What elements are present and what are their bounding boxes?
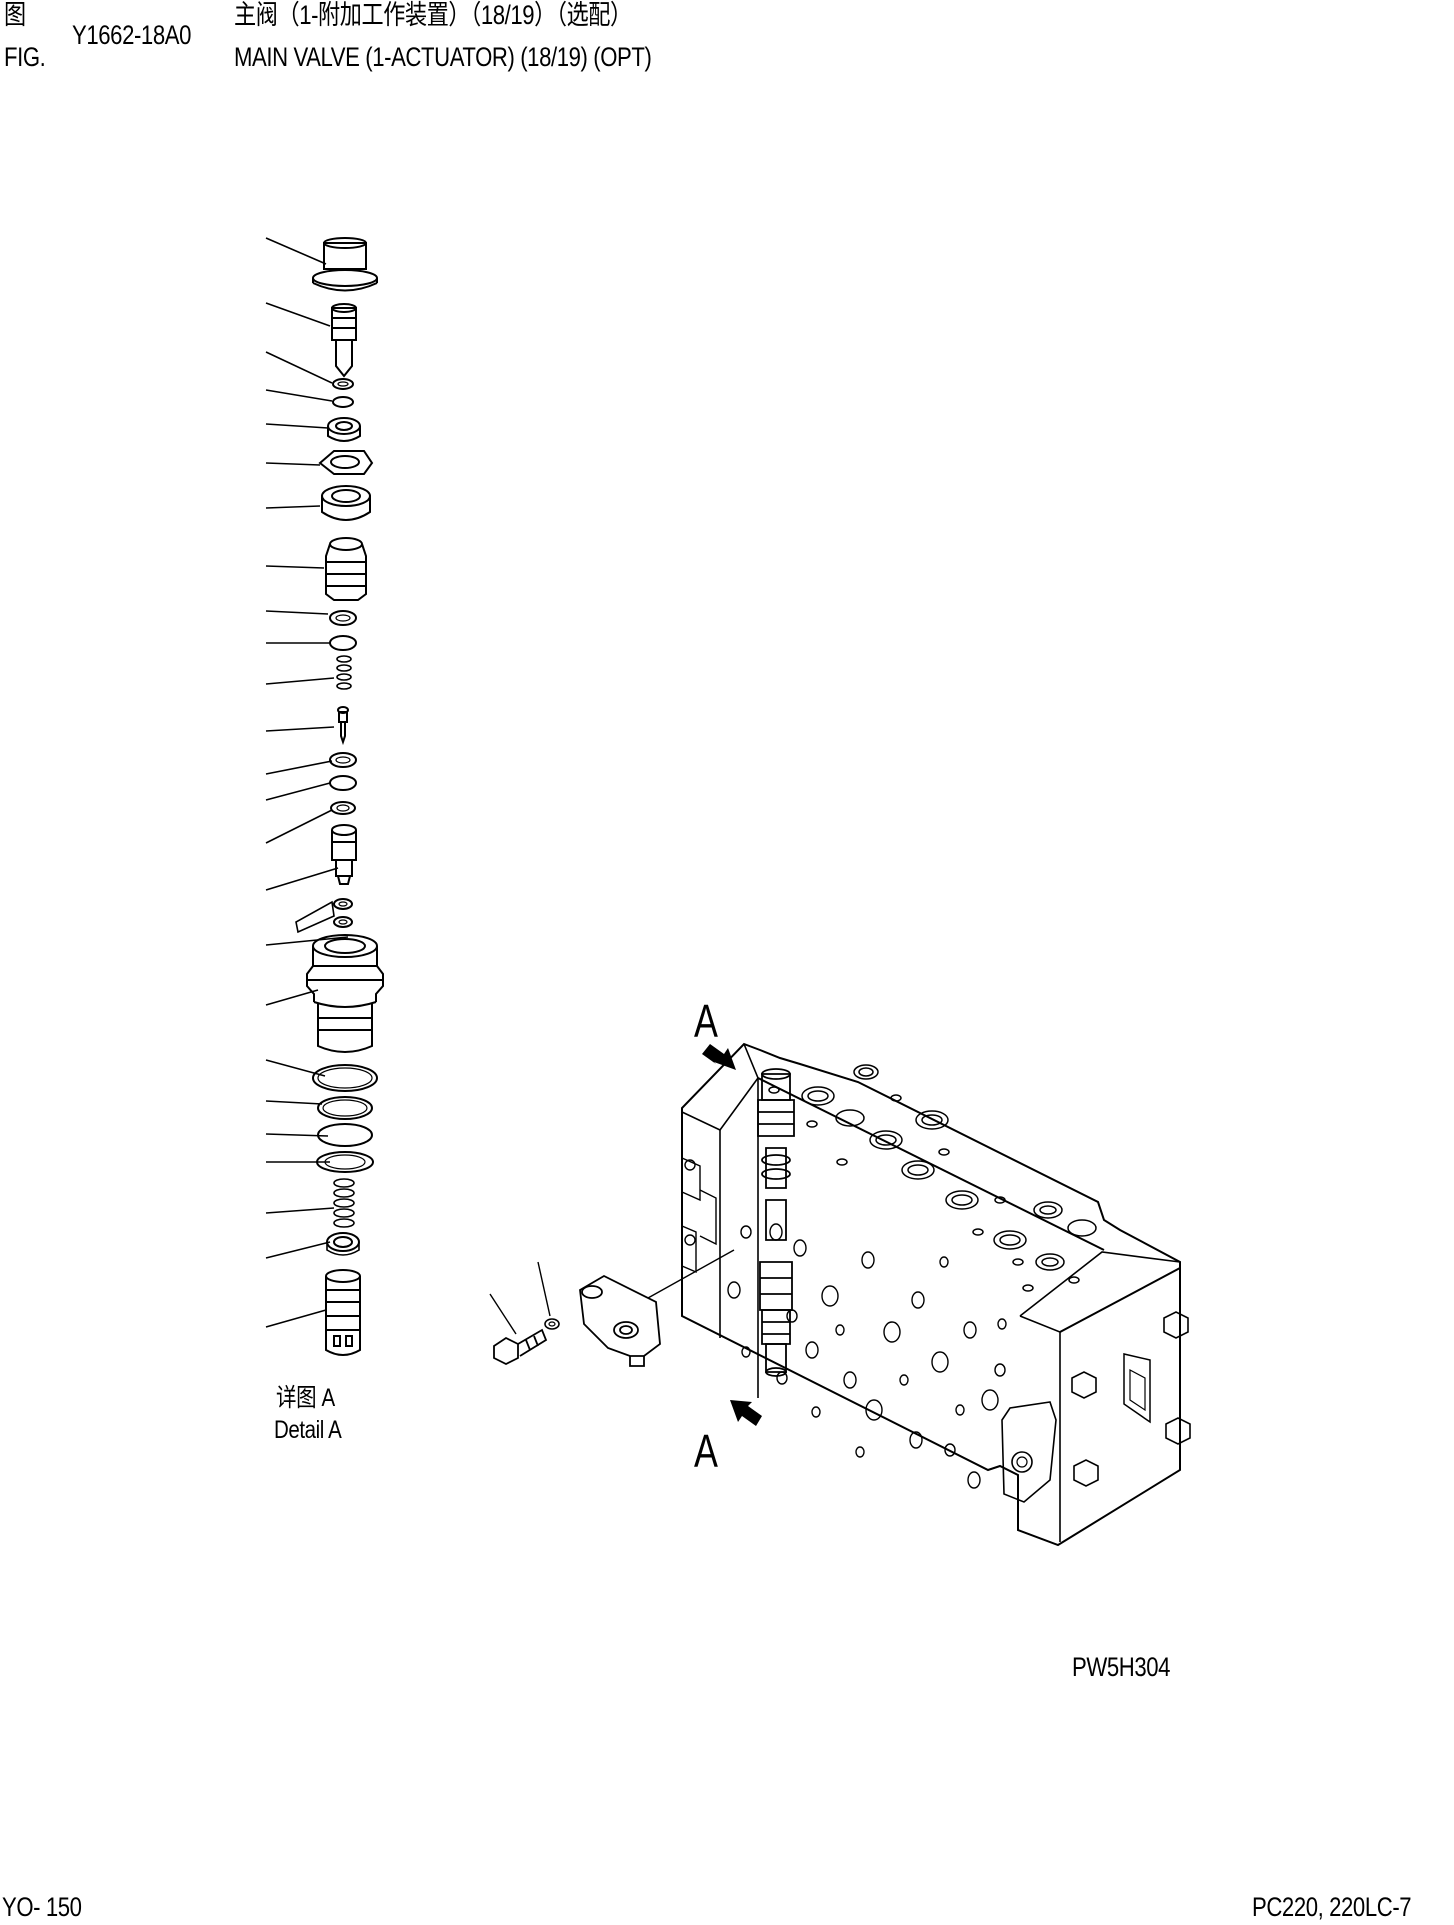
- main-valve-block: [490, 1044, 1190, 1545]
- fig-label-zh: 图: [4, 0, 26, 30]
- title-chinese: 主阀（1-附加工作装置）（18/19）（选配）: [234, 0, 632, 30]
- leader-lines: [266, 238, 348, 1327]
- sleeve-part: [326, 538, 366, 600]
- drawing-code: PW5H304: [1072, 1652, 1171, 1682]
- spring-part: [334, 1179, 354, 1227]
- pin-part: [332, 304, 356, 376]
- arrow-bottom: [730, 1400, 762, 1426]
- small-spring-part: [337, 656, 351, 689]
- end-bolts: [1072, 1312, 1190, 1486]
- valve-housing-part: [307, 935, 383, 1052]
- cap-part: [313, 238, 377, 291]
- page-number: YO- 150: [2, 1892, 82, 1922]
- fig-label-en: FIG.: [4, 42, 46, 72]
- front-face-ports: [728, 1224, 1006, 1488]
- small-pin-part: [338, 707, 348, 742]
- poppet-part: [332, 825, 356, 884]
- side-cover-part: [580, 1276, 660, 1366]
- detail-a-exploded-stack: [266, 238, 383, 1355]
- callout-a-bottom: A: [694, 1425, 718, 1477]
- spool-part: [326, 1270, 360, 1355]
- model-number: PC220, 220LC-7: [1252, 1892, 1412, 1922]
- figure-number: Y1662-18A0: [72, 20, 192, 50]
- bolt-part: [494, 1330, 546, 1364]
- callout-a-top: A: [694, 995, 718, 1047]
- top-face-ports: [769, 1065, 1096, 1291]
- detail-label-zh: 详图 A: [276, 1384, 335, 1412]
- inserted-relief-valve: [758, 1069, 794, 1376]
- detail-label-en: Detail A: [274, 1416, 342, 1444]
- nut-part: [328, 418, 360, 441]
- arrow-top: [702, 1044, 736, 1070]
- title-english: MAIN VALVE (1-ACTUATOR) (18/19) (OPT): [234, 42, 652, 72]
- threaded-ring-part: [322, 486, 370, 520]
